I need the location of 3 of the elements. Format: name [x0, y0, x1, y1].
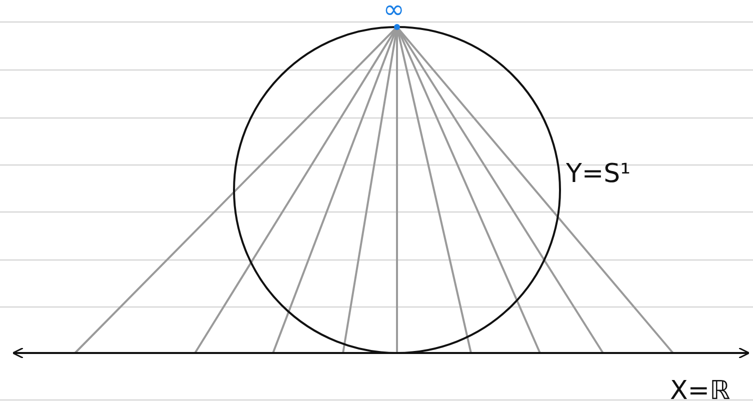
math-label: Y=S¹	[566, 160, 631, 188]
math-label: X=ℝ	[670, 377, 730, 405]
math-label: ∞	[383, 0, 405, 24]
